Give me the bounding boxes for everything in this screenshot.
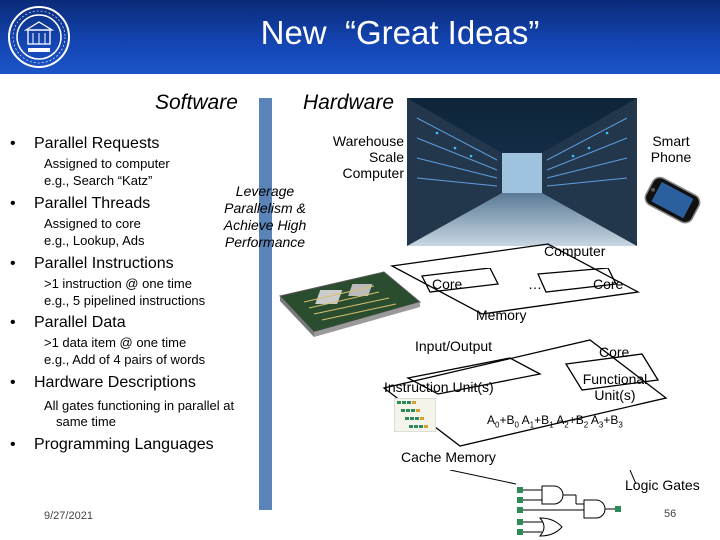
smart-phone-label: Smart Phone [640, 133, 702, 165]
cache-memory-label: Cache Memory [401, 449, 496, 465]
bullet-sub: e.g., 5 pipelined instructions [44, 293, 206, 308]
leverage-line: Performance [224, 234, 306, 250]
bullet-sub: same time [56, 414, 116, 429]
functional-unit-label: Functional Unit(s) [580, 371, 650, 403]
logic-gates-callout-lines [449, 470, 637, 485]
vector-add-item: A2+B2 [556, 413, 589, 430]
bullet-sub: All gates functioning in parallel at [44, 398, 235, 413]
bullet-icon: • [10, 135, 16, 152]
smart-phone-label-line: Smart [652, 133, 690, 149]
pipeline-diagram-icon [394, 398, 436, 432]
page-title: New “Great Ideas” [260, 14, 540, 51]
vector-add-item: A3+B3 [590, 413, 623, 430]
leverage-note: Leverage Parallelism & Achieve High Perf… [212, 183, 318, 251]
vector-add-item: A0+B0 [487, 413, 519, 430]
bullet-sub: >1 instruction @ one time [44, 276, 192, 291]
bullet-title-parallel-threads: Parallel Threads [34, 195, 151, 212]
bullet-sub: e.g., Lookup, Ads [44, 233, 145, 248]
software-heading: Software [155, 91, 238, 114]
smart-phone-icon [644, 176, 701, 224]
bullet-title-parallel-requests: Parallel Requests [34, 135, 160, 152]
wsc-label-line: Warehouse [332, 133, 404, 149]
bullet-icon: • [10, 436, 16, 453]
bullet-icon: • [10, 255, 16, 272]
title-bar [0, 0, 720, 74]
core-left-label: Core [432, 276, 463, 292]
leverage-line: Parallelism & [224, 200, 306, 216]
leverage-line: Leverage [235, 183, 295, 199]
core-boxes [421, 268, 617, 293]
wsc-label-line: Scale [368, 149, 404, 165]
computer-box [389, 243, 641, 315]
bullet-title-parallel-instructions: Parallel Instructions [34, 255, 174, 272]
logic-gate-diagram-icon [517, 485, 621, 537]
computer-label: Computer [544, 243, 606, 259]
bullet-icon: • [10, 195, 16, 212]
vector-add-item: A1+B1 [521, 413, 554, 430]
logic-gates-label: Logic Gates [625, 477, 700, 493]
page-number: 56 [664, 508, 677, 520]
instruction-unit-label: Instruction Unit(s) [384, 379, 494, 395]
bullet-title-programming-languages: Programming Languages [34, 436, 214, 453]
bullet-icon: • [10, 314, 16, 331]
wsc-label-line: Computer [342, 165, 404, 181]
bullet-sub: Assigned to core [44, 216, 141, 231]
bullet-sub: >1 data item @ one time [44, 335, 187, 350]
divider-bar [259, 98, 272, 510]
bullet-sub: e.g., Add of 4 pairs of words [44, 352, 206, 367]
bullet-title-parallel-data: Parallel Data [34, 314, 126, 331]
wsc-label: Warehouse Scale Computer [318, 133, 404, 181]
bullet-title-hardware-descriptions: Hardware Descriptions [34, 374, 196, 391]
leverage-line: Achieve High [223, 217, 307, 233]
memory-label: Memory [476, 307, 527, 323]
vector-add-row: A0+B0 A1+B1 A2+B2 A3+B3 [487, 413, 623, 429]
bullet-sub: e.g., Search “Katz” [44, 173, 153, 188]
core-right-label: Core [593, 276, 624, 292]
bullet-sub: Assigned to computer [44, 156, 170, 171]
functional-unit-line: Functional [582, 371, 648, 387]
university-seal-icon [8, 6, 70, 68]
datacenter-image [407, 98, 637, 246]
smart-phone-label-line: Phone [650, 149, 692, 165]
core-single-label: Core [599, 344, 630, 360]
bullet-icon: • [10, 374, 16, 391]
footer-date: 9/27/2021 [44, 510, 93, 522]
ellipsis-label: … [528, 276, 542, 292]
io-label: Input/Output [415, 338, 493, 354]
hardware-heading: Hardware [303, 91, 395, 114]
motherboard-image [279, 271, 422, 337]
functional-unit-line: Unit(s) [594, 387, 636, 403]
